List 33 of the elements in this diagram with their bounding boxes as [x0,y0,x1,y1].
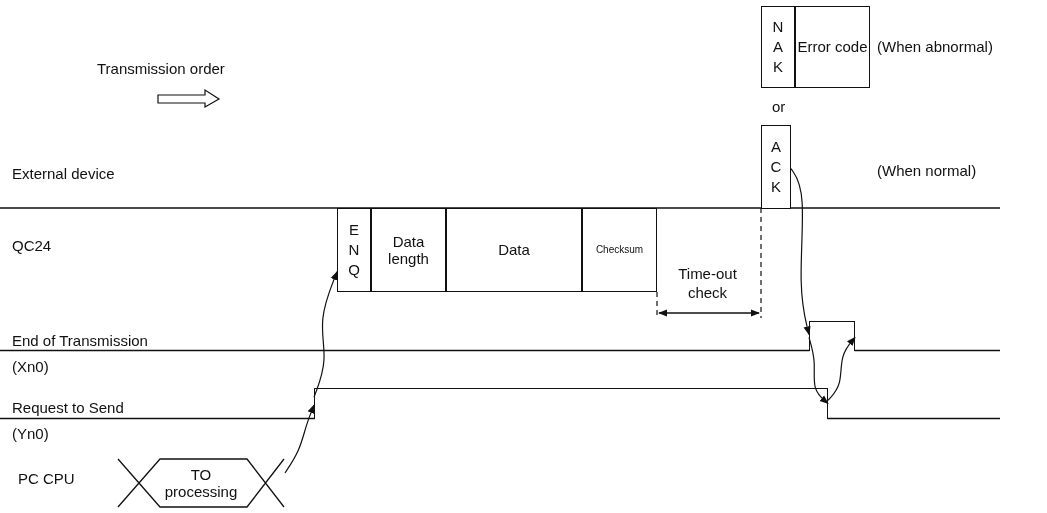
or-label: or [772,99,786,116]
field-label: Checksum [595,244,644,256]
field-label: TO processing [163,465,239,501]
arrow [313,271,338,398]
frame-field [371,208,446,292]
field-label: Error code [797,38,868,56]
dimension-label: Time-out check [677,265,738,303]
frame-field [761,125,791,209]
field-label: ENQ [347,219,361,281]
field-label: Data length [387,232,430,268]
arrow [827,336,856,401]
processing-hexagon [117,458,285,508]
condition-label: (When abnormal) [877,38,993,56]
frame-field [446,208,582,292]
field-label: Data [498,241,530,259]
signal-pulse [314,388,828,419]
frame-field [582,208,657,292]
signal-pulse [809,321,855,351]
signal-label: (Yn0) [12,426,49,443]
frame-field [337,208,371,292]
arrow [790,168,811,336]
signal-label: (Xn0) [12,359,49,376]
field-label: NAK [771,16,785,78]
lane-label: PC CPU [18,471,75,488]
lane-label: QC24 [12,238,52,255]
lane-label: External device [12,166,115,183]
frame-field [761,6,795,88]
signal-label: End of Transmission [12,333,148,350]
heading-label: Transmission order [97,61,225,78]
signal-label: Request to Send [12,400,124,417]
condition-label: (When normal) [877,163,977,180]
arrow [284,404,315,474]
field-label: ACK [769,136,783,198]
